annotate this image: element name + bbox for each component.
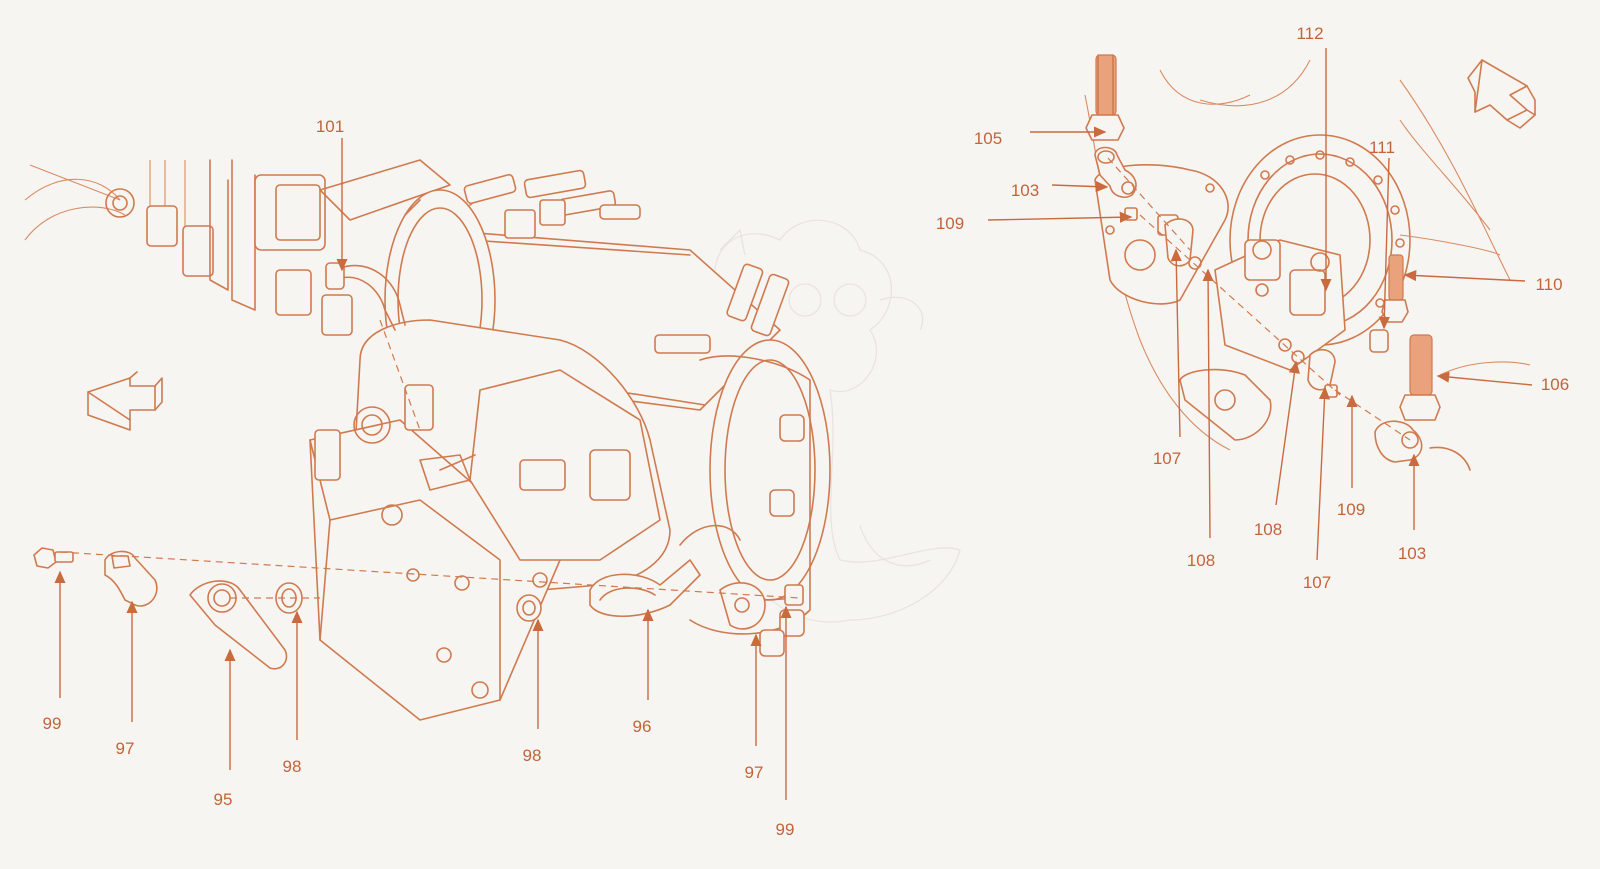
left-assembly (24, 159, 831, 721)
direction-arrow-down-left-icon (87, 371, 163, 431)
callout-111: 111 (1369, 138, 1395, 157)
leader-lines (54, 48, 1533, 800)
callout-108-right: 108 (1253, 520, 1283, 539)
callout-98-left: 98 (282, 757, 302, 776)
right-assembly (1084, 54, 1531, 471)
callout-107-right: 107 (1302, 573, 1332, 592)
callout-107-left: 107 (1152, 449, 1182, 468)
exploded-parts-left (33, 319, 801, 670)
callout-109-left: 109 (935, 214, 965, 233)
callout-96: 96 (632, 717, 652, 736)
callout-112: 112 (1296, 24, 1324, 43)
callout-110: 110 (1535, 275, 1563, 294)
callout-106: 106 (1540, 375, 1570, 394)
callout-97-right: 97 (744, 763, 764, 782)
callout-103-bottom: 103 (1397, 544, 1427, 563)
callout-97-left: 97 (115, 739, 135, 758)
callout-98-middle: 98 (522, 746, 542, 765)
top-fittings (463, 169, 641, 239)
callout-109-right: 109 (1336, 500, 1366, 519)
direction-arrow-up-right-icon (1467, 59, 1536, 129)
callout-95: 95 (213, 790, 233, 809)
callout-101: 101 (315, 117, 345, 136)
callout-99-right: 99 (775, 820, 795, 839)
callout-105: 105 (973, 129, 1003, 148)
callout-99-left: 99 (42, 714, 62, 733)
callout-103-top: 103 (1010, 181, 1040, 200)
callout-108-left: 108 (1186, 551, 1216, 570)
